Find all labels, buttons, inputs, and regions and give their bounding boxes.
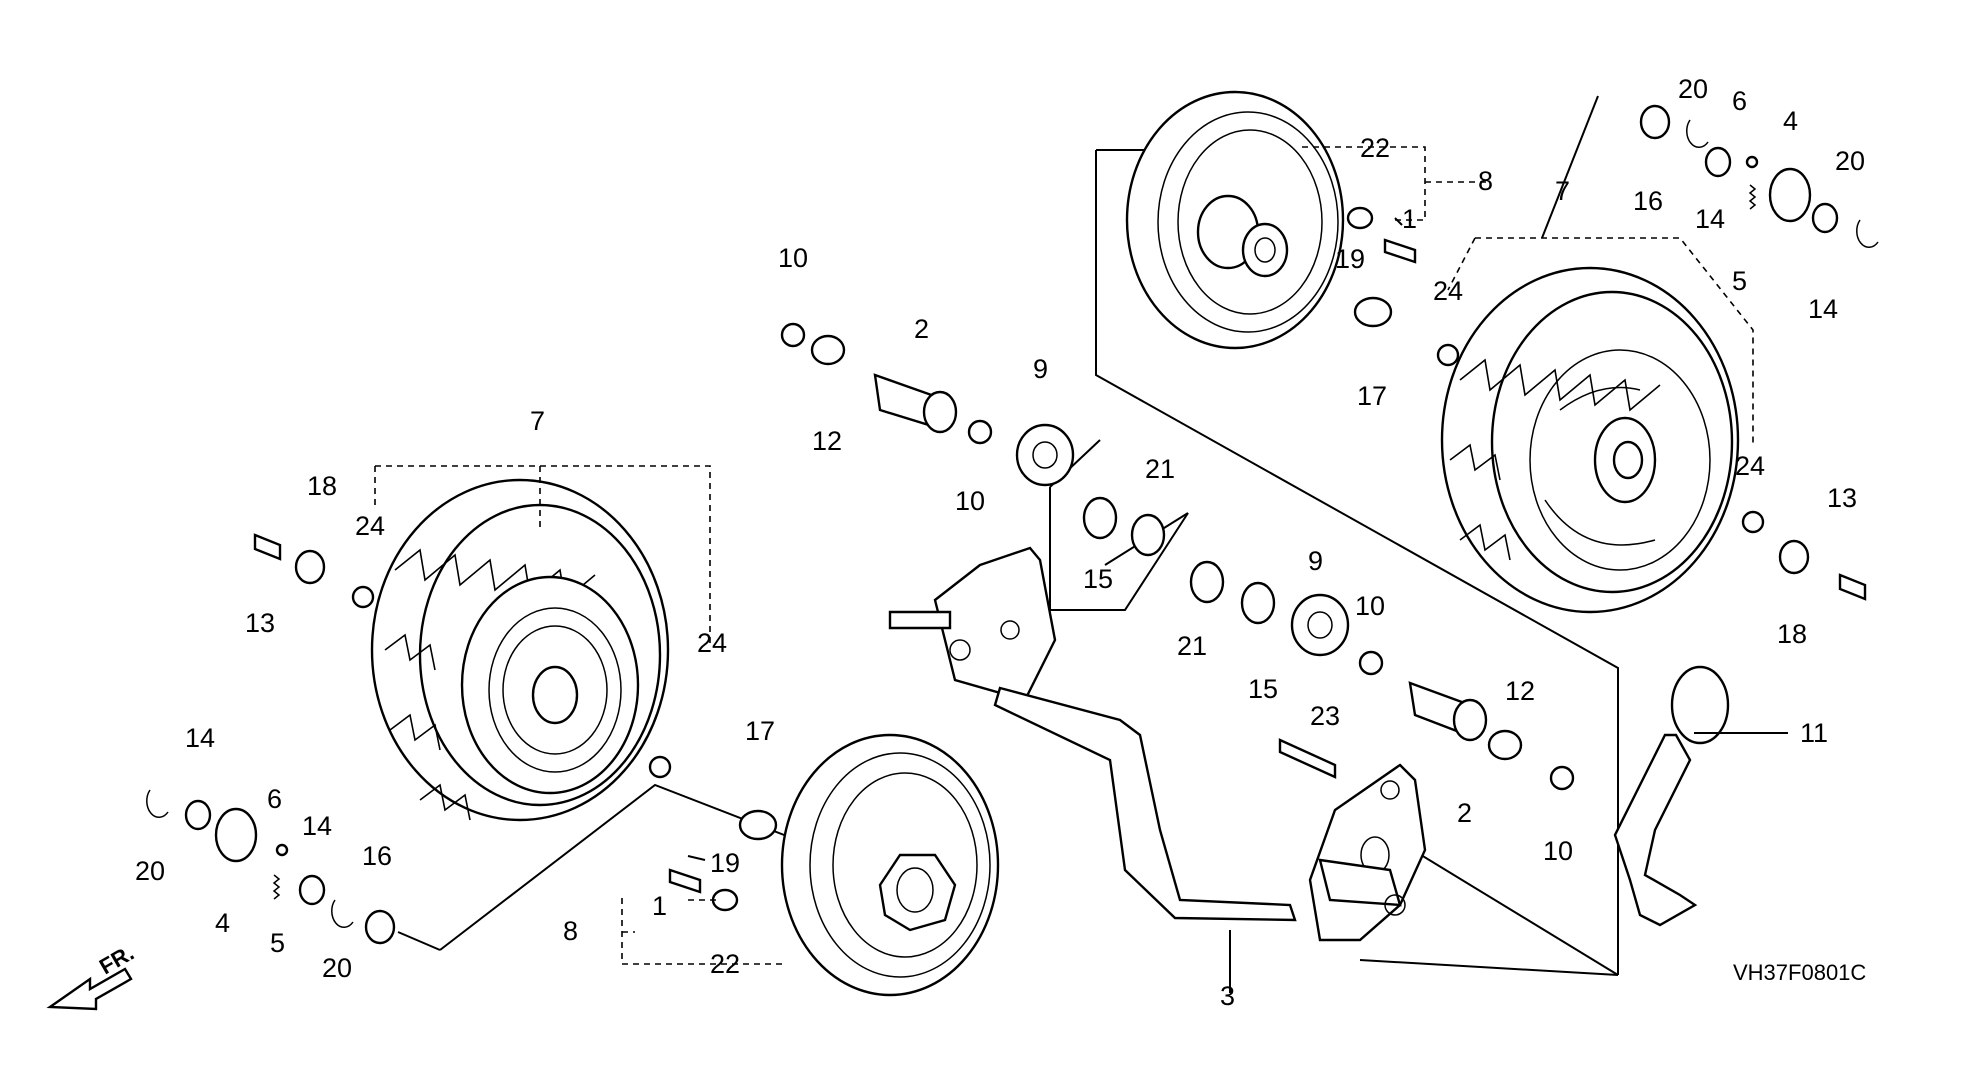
callout-15-lower: 15 — [1248, 674, 1278, 704]
lower-drive-gear-part-22 — [780, 733, 1000, 997]
callout-2-upper: 2 — [914, 314, 929, 344]
callout-14-d: 14 — [302, 811, 332, 841]
diagram-code: VH37F0801C — [1733, 960, 1866, 985]
callout-4-left: 4 — [215, 908, 230, 938]
callout-12-upper: 12 — [812, 426, 842, 456]
callout-12-lower: 12 — [1505, 676, 1535, 706]
callout-5-right: 5 — [1732, 266, 1747, 296]
small-parts — [146, 104, 1879, 945]
callout-18-left: 18 — [307, 471, 337, 501]
callout-23: 23 — [1310, 701, 1340, 731]
callout-14-b: 14 — [1808, 294, 1838, 324]
callout-20-b: 20 — [1835, 146, 1865, 176]
callout-6-left: 6 — [267, 784, 282, 814]
callout-19-lower: 19 — [710, 848, 740, 878]
callout-13-left: 13 — [245, 608, 275, 638]
callout-10-c: 10 — [1355, 591, 1385, 621]
callout-14-a: 14 — [1695, 204, 1725, 234]
callout-20-a: 20 — [1678, 74, 1708, 104]
upper-drive-gear-part-22 — [1125, 90, 1345, 350]
leader-lines — [374, 146, 1788, 993]
right-wheel-part-7 — [1440, 266, 1740, 614]
callout-17-lower: 17 — [745, 716, 775, 746]
callout-6-right: 6 — [1732, 86, 1747, 116]
left-wheel-part-7 — [370, 478, 670, 822]
callout-5-left: 5 — [270, 928, 285, 958]
callout-16-left: 16 — [362, 841, 392, 871]
callout-3: 3 — [1220, 981, 1235, 1011]
callout-7-left: 7 — [530, 406, 545, 436]
callout-22-lower: 22 — [710, 949, 740, 979]
callout-4-right: 4 — [1783, 106, 1798, 136]
callout-24-d: 24 — [697, 628, 727, 658]
callout-9-lower: 9 — [1308, 546, 1323, 576]
callout-7-right: 7 — [1555, 176, 1570, 206]
callout-20-c: 20 — [135, 856, 165, 886]
callout-18-right: 18 — [1777, 619, 1807, 649]
callout-13-right: 13 — [1827, 483, 1857, 513]
callout-10-d: 10 — [1543, 836, 1573, 866]
callout-16-right: 16 — [1633, 186, 1663, 216]
callout-1-lower: 1 — [652, 891, 667, 921]
callout-20-d: 20 — [322, 953, 352, 983]
callout-11: 11 — [1800, 718, 1828, 748]
callout-8-lower: 8 — [563, 916, 578, 946]
rear-axle-part-3 — [888, 546, 1427, 942]
callout-21-lower: 21 — [1177, 631, 1207, 661]
callout-2-lower: 2 — [1457, 798, 1472, 828]
callout-9-upper: 9 — [1033, 354, 1048, 384]
callout-10-b: 10 — [955, 486, 985, 516]
callout-21-upper: 21 — [1145, 454, 1175, 484]
callout-8-upper: 8 — [1478, 166, 1493, 196]
callout-1-upper: 1 — [1402, 204, 1417, 234]
callout-24-a: 24 — [1433, 276, 1463, 306]
callout-24-c: 24 — [355, 511, 385, 541]
callout-labels: 1 1 2 2 3 4 4 5 5 6 6 7 7 8 8 9 9 10 10 … — [135, 74, 1865, 1011]
direction-label: FR. — [95, 940, 138, 979]
callout-22-upper: 22 — [1360, 133, 1390, 163]
callout-14-c: 14 — [185, 723, 215, 753]
callout-10-a: 10 — [778, 243, 808, 273]
callout-17-upper: 17 — [1357, 381, 1387, 411]
front-direction-arrow — [46, 967, 133, 1011]
callout-19-upper: 19 — [1335, 244, 1365, 274]
callout-15-upper: 15 — [1083, 564, 1113, 594]
callout-24-b: 24 — [1735, 451, 1765, 481]
